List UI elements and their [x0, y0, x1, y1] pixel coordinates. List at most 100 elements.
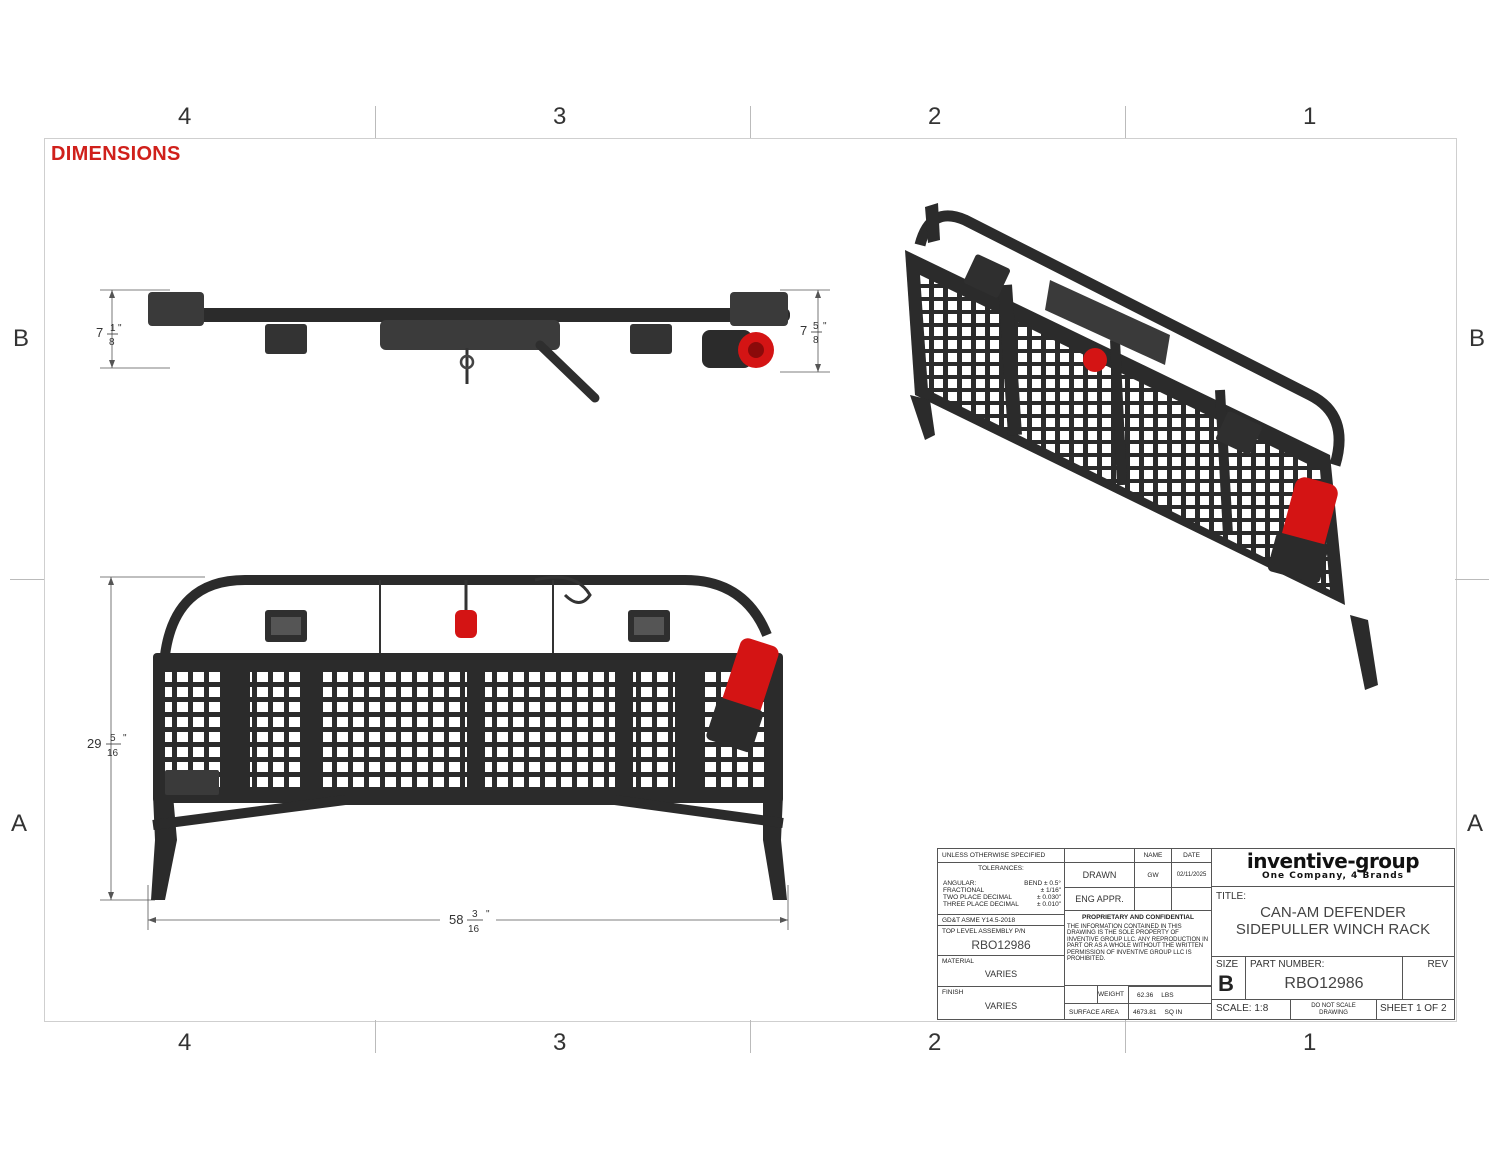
scale-label: SCALE: 1:8: [1216, 1003, 1269, 1014]
dim-denominator: 8: [109, 337, 115, 348]
red-hook: [455, 610, 477, 638]
zone-row-a-right: A: [1467, 810, 1484, 837]
proprietary-title: PROPRIETARY AND CONFIDENTIAL: [1082, 914, 1194, 921]
iso-winch: [1267, 477, 1338, 584]
size-value: B: [1218, 971, 1234, 996]
dim-whole: 7: [800, 323, 807, 338]
finish-label: FINISH: [942, 989, 964, 996]
company-tagline: One Company, 4 Brands: [1261, 871, 1405, 881]
zone-divider: [1125, 106, 1126, 138]
title-block: UNLESS OTHERWISE SPECIFIED TOLERANCES: A…: [937, 848, 1455, 1020]
dim-arrow: [108, 577, 114, 585]
tb-drawn-name-cell: GW: [1134, 862, 1172, 888]
title-label: TITLE:: [1216, 891, 1247, 902]
dim-numerator: 5: [110, 733, 116, 744]
dim-denominator: 16: [468, 924, 480, 935]
sheet-number: SHEET 1 OF 2: [1380, 1003, 1447, 1014]
top-level-label: TOP LEVEL ASSEMBLY P/N: [942, 928, 1026, 935]
dim-whole: 58: [449, 912, 463, 927]
title-line-2: SIDEPULLER WINCH RACK: [1235, 921, 1431, 938]
dim-denominator: 8: [813, 335, 819, 346]
logo-plate: [165, 770, 219, 795]
eng-appr-label: ENG APPR.: [1075, 894, 1124, 904]
top-hoop: [160, 575, 772, 656]
zone-col-2-top: 2: [928, 103, 942, 130]
dim-arrow: [148, 917, 156, 923]
tb-material-cell: MATERIAL VARIES: [937, 955, 1065, 987]
dim-arrow: [815, 364, 821, 372]
dim-unit: ": [118, 323, 122, 334]
surface-value: 4673.81: [1133, 1009, 1157, 1016]
tolerance-line-fractional: FRACTIONAL± 1/16": [943, 887, 1061, 894]
tb-part-cell: PART NUMBER: RBO12986: [1245, 956, 1403, 1000]
zone-divider: [1125, 1020, 1126, 1053]
dim-unit: ": [486, 909, 490, 920]
shackle: [459, 354, 475, 370]
dim-arrow: [109, 360, 115, 368]
tb-scale-cell: SCALE: 1:8: [1211, 999, 1291, 1020]
right-light-housing: [630, 324, 672, 354]
dim-numerator: 3: [472, 909, 478, 920]
tb-surface-value-cell: 4673.81 SQ IN: [1128, 1003, 1212, 1020]
iso-light-right: [1216, 411, 1262, 455]
drawn-name: GW: [1147, 872, 1159, 879]
left-light-housing: [265, 324, 307, 354]
zone-col-1-bottom: 1: [1303, 1029, 1317, 1056]
tb-eng-name-cell: [1134, 887, 1172, 911]
zone-col-2-bottom: 2: [928, 1029, 942, 1056]
zone-row-a-left: A: [11, 810, 28, 837]
tb-surface-label-cell: SURFACE AREA: [1064, 1003, 1129, 1020]
tb-date-header: DATE: [1171, 848, 1212, 863]
name-header: NAME: [1143, 852, 1163, 859]
size-label: SIZE: [1216, 959, 1239, 970]
part-number-value: RBO12986: [1284, 975, 1364, 992]
dim-arrow: [108, 892, 114, 900]
tb-title-cell: TITLE: CAN-AM DEFENDER SIDEPULLER WINCH …: [1211, 886, 1455, 957]
dim-numerator: 5: [813, 321, 819, 332]
iso-light-left: [964, 254, 1010, 298]
iso-right-leg: [1350, 615, 1378, 690]
zone-col-4-bottom: 4: [178, 1029, 192, 1056]
zone-divider: [750, 106, 751, 138]
tb-weight-label-cell: WEIGHT: [1097, 986, 1129, 1004]
front-width-dim: 58 3 16 ": [448, 906, 496, 936]
material-value: VARIES: [984, 969, 1018, 979]
tolerance-line-angular: ANGULAR:BEND ± 0.5°: [943, 880, 1061, 887]
tb-company-cell: inventive-group One Company, 4 Brands: [1211, 848, 1455, 887]
tolerances-label: TOLERANCES:: [978, 865, 1024, 872]
top-view-crossbar: [150, 308, 790, 322]
zone-divider: [10, 579, 44, 580]
tolerance-line-two-place: TWO PLACE DECIMAL± 0.030": [943, 894, 1061, 901]
rev-label: REV: [1427, 959, 1448, 970]
tb-size-cell: SIZE B: [1211, 956, 1246, 1000]
tb-top-level-cell: TOP LEVEL ASSEMBLY P/N RBO12986: [937, 925, 1065, 956]
dim-unit: ": [123, 733, 127, 744]
right-mount-bracket: [730, 292, 788, 326]
tb-unless-cell: UNLESS OTHERWISE SPECIFIED: [937, 848, 1065, 863]
tb-proprietary-cell: PROPRIETARY AND CONFIDENTIAL THE INFORMA…: [1064, 910, 1212, 986]
weight-value: 62.36: [1137, 992, 1154, 999]
left-mount-bracket: [148, 292, 204, 326]
zone-row-b-left: B: [13, 325, 30, 352]
front-height-dim: 29 5 16 ": [87, 730, 133, 760]
tb-eng-cell: ENG APPR.: [1064, 887, 1135, 911]
dim-numerator: 1: [110, 323, 116, 334]
winch-body: [702, 330, 752, 368]
standard-text: GD&T ASME Y14.5-2018: [942, 917, 1016, 924]
zone-divider: [750, 1020, 751, 1053]
surface-label: SURFACE AREA: [1069, 1009, 1119, 1016]
winch-assembly: [706, 638, 779, 753]
winch-drum-center: [748, 342, 764, 358]
part-number-label: PART NUMBER:: [1250, 959, 1325, 970]
zone-col-3-bottom: 3: [553, 1029, 567, 1056]
surface-unit: SQ IN: [1164, 1009, 1183, 1016]
unless-specified-text: UNLESS OTHERWISE SPECIFIED: [942, 852, 1046, 859]
zone-divider: [375, 106, 376, 138]
tb-noscale-cell: DO NOT SCALE DRAWING: [1290, 999, 1377, 1020]
tb-drawn-cell: DRAWN: [1064, 862, 1135, 888]
drawn-date: 02/11/2025: [1176, 872, 1207, 878]
handle-bar: [535, 340, 600, 403]
date-header: DATE: [1183, 852, 1200, 859]
dim-whole: 7: [96, 325, 103, 340]
